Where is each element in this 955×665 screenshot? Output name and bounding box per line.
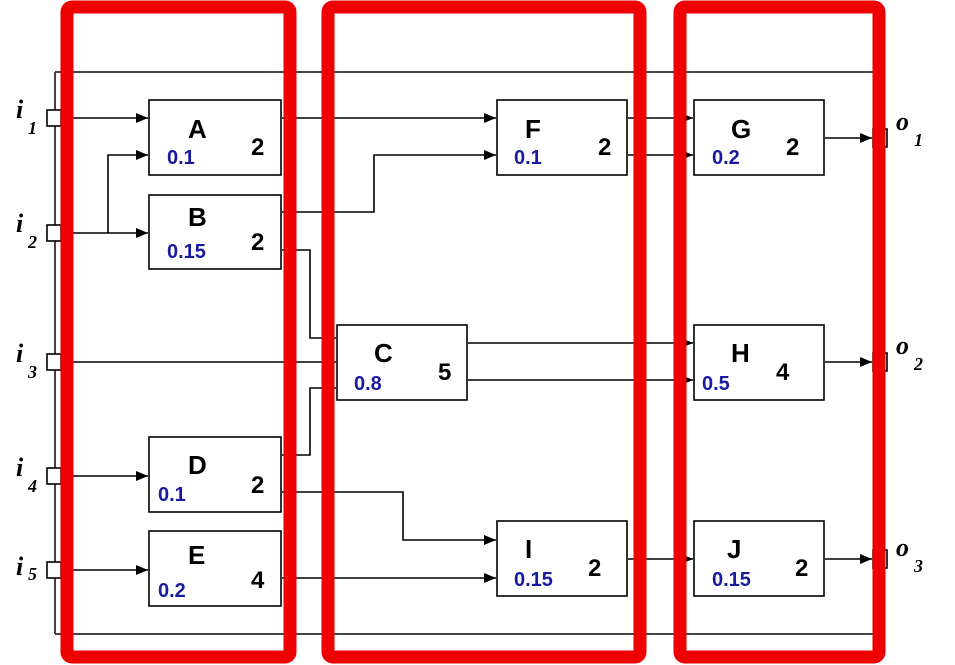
- node-weight: 4: [776, 359, 790, 386]
- node-probability: 0.15: [167, 241, 206, 263]
- node-weight: 2: [251, 229, 264, 256]
- input-sub-i3: 3: [27, 362, 37, 382]
- node-J: J 0.15 2: [693, 520, 825, 597]
- input-sub-i1: 1: [28, 118, 37, 138]
- edge-D-I: [282, 491, 496, 545]
- node-probability: 0.2: [158, 580, 186, 602]
- node-G: G 0.2 2: [693, 99, 825, 176]
- outer-frame: [54, 71, 878, 635]
- node-probability: 0.5: [702, 373, 730, 395]
- output-label-o2: o: [896, 331, 909, 360]
- output-label-o1: o: [896, 107, 909, 136]
- node-H: H 0.5 4: [693, 324, 825, 401]
- output-label-o3: o: [896, 533, 909, 562]
- node-name: J: [727, 534, 741, 564]
- input-label-i2: i: [16, 209, 24, 238]
- group-box-stage-2: [321, 0, 647, 664]
- input-label-i5: i: [16, 552, 24, 581]
- node-weight: 2: [795, 555, 808, 582]
- node-name: G: [731, 114, 751, 144]
- node-name: B: [188, 202, 207, 232]
- node-name: H: [731, 338, 750, 368]
- node-weight: 2: [786, 134, 799, 161]
- node-weight: 2: [598, 134, 611, 161]
- edge-B-F: [282, 150, 496, 213]
- node-A: A 0.1 2: [148, 99, 282, 176]
- output-sub-o3: 3: [913, 556, 923, 576]
- node-name: D: [188, 450, 207, 480]
- node-C: C 0.8 5: [336, 324, 468, 401]
- node-E: E 0.2 4: [148, 530, 282, 607]
- node-name: C: [374, 338, 393, 368]
- node-name: F: [525, 114, 541, 144]
- node-probability: 0.15: [712, 569, 751, 591]
- input-label-i1: i: [16, 95, 24, 124]
- output-sub-o2: 2: [913, 354, 923, 374]
- node-name: A: [188, 114, 207, 144]
- node-I: I 0.15 2: [496, 520, 628, 597]
- node-B: B 0.15 2: [148, 194, 282, 270]
- edge-i2-A: [107, 150, 148, 233]
- node-weight: 2: [251, 134, 264, 161]
- node-name: I: [525, 534, 532, 564]
- node-weight: 2: [588, 555, 601, 582]
- input-label-i3: i: [16, 339, 24, 368]
- node-weight: 2: [251, 472, 264, 499]
- node-D: D 0.1 2: [148, 436, 282, 513]
- node-probability: 0.1: [158, 484, 186, 506]
- input-port-i5: i 5: [16, 552, 62, 584]
- node-F: F 0.1 2: [496, 99, 628, 176]
- node-weight: 5: [438, 359, 451, 386]
- group-highlights: [60, 0, 886, 664]
- node-probability: 0.1: [514, 147, 542, 169]
- node-probability: 0.8: [354, 373, 382, 395]
- output-sub-o1: 1: [914, 130, 923, 150]
- node-weight: 4: [251, 567, 265, 594]
- input-sub-i2: 2: [27, 232, 37, 252]
- node-probability: 0.2: [712, 147, 740, 169]
- input-sub-i4: 4: [27, 476, 37, 496]
- group-box-stage-3: [673, 0, 886, 664]
- input-sub-i5: 5: [28, 564, 37, 584]
- input-ports: i 1 i 2 i 3 i 4 i 5: [16, 95, 62, 584]
- nodes: A 0.1 2 B 0.15 2 C 0.8 5 D 0.1 2 E 0.2 4: [148, 99, 825, 607]
- node-probability: 0.15: [514, 569, 553, 591]
- node-probability: 0.1: [167, 147, 195, 169]
- input-label-i4: i: [16, 453, 24, 482]
- node-name: E: [188, 540, 205, 570]
- group-box-stage-1: [60, 0, 297, 664]
